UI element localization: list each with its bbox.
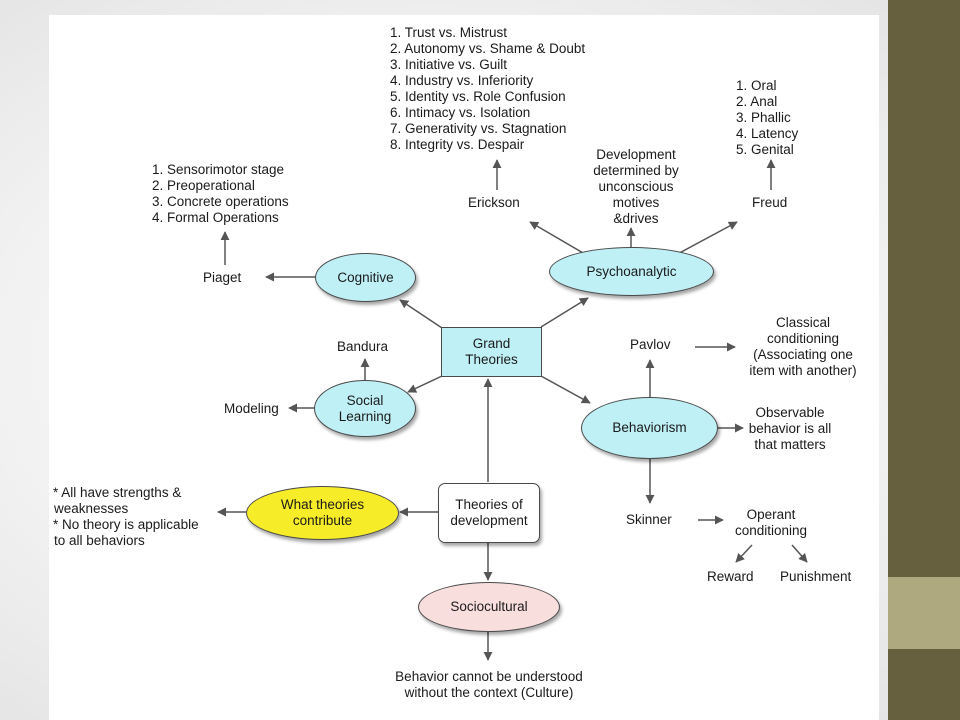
social-learning-node: Social Learning [314, 380, 416, 437]
list-item: 5. Identity vs. Role Confusion [390, 89, 566, 104]
psychoanalytic-note: Development determined by unconscious mo… [593, 147, 679, 226]
punishment-label: Punishment [780, 569, 852, 584]
reward-label: Reward [707, 569, 754, 584]
list-item: 1. Sensorimotor stage [152, 162, 285, 177]
sociocultural-note: Behavior cannot be understood without th… [395, 669, 583, 700]
list-item: 3. Concrete operations [152, 194, 289, 209]
modeling-label: Modeling [224, 401, 279, 416]
theories-of-development-node: Theories of development [438, 483, 540, 543]
list-item: 3. Phallic [736, 110, 791, 125]
classical-conditioning-note: Classical conditioning (Associating one … [749, 315, 857, 378]
list-item: 4. Formal Operations [152, 210, 279, 225]
list-item: 2. Autonomy vs. Shame & Doubt [390, 41, 586, 56]
operant-conditioning-note: Operant conditioning [734, 507, 808, 538]
arrow-grand-to-behaviorism [540, 375, 591, 404]
skinner-label: Skinner [626, 512, 672, 527]
arrow-grand-to-cognitive [399, 299, 443, 329]
arrow-operant-to-reward [735, 544, 753, 563]
observable-behavior-note: Observable behavior is all that matters [748, 405, 832, 452]
behaviorism-node: Behaviorism [581, 397, 718, 459]
contribute-notes: * All have strengths & weaknesses * No t… [53, 485, 199, 548]
list-item: 8. Integrity vs. Despair [390, 137, 525, 152]
sidebar-dark-bottom [888, 649, 960, 720]
piaget-label: Piaget [203, 270, 242, 285]
grand-theories-node: Grand Theories [441, 327, 542, 377]
list-item: 2. Preoperational [152, 178, 255, 193]
erickson-stages-list: 1. Trust vs. Mistrust 2. Autonomy vs. Sh… [390, 25, 585, 153]
list-item: 5. Genital [736, 142, 794, 157]
arrow-grand-to-social [407, 375, 443, 393]
sidebar-dark-top [888, 0, 960, 577]
arrow-grand-to-psychoanalytic [540, 297, 589, 328]
bandura-label: Bandura [337, 339, 389, 354]
list-item: 1. Trust vs. Mistrust [390, 25, 508, 40]
psychoanalytic-node: Psychoanalytic [549, 247, 714, 296]
freud-stages-list: 1. Oral 2. Anal 3. Phallic 4. Latency 5.… [736, 78, 798, 158]
list-item: 3. Initiative vs. Guilt [390, 57, 508, 72]
cognitive-node: Cognitive [315, 253, 416, 302]
erickson-label: Erickson [468, 195, 520, 210]
arrow-operant-to-punishment [791, 544, 808, 563]
list-item: 1. Oral [736, 78, 777, 93]
what-theories-contribute-node: What theories contribute [246, 486, 399, 540]
list-item: 2. Anal [736, 94, 778, 109]
list-item: 7. Generativity vs. Stagnation [390, 121, 567, 136]
arrow-psychoanalytic-to-freud [671, 221, 738, 258]
pavlov-label: Pavlov [630, 337, 671, 352]
freud-label: Freud [752, 195, 788, 210]
list-item: 4. Industry vs. Inferiority [390, 73, 534, 88]
sociocultural-node: Sociocultural [418, 582, 560, 632]
list-item: 4. Latency [736, 126, 799, 141]
list-item: 6. Intimacy vs. Isolation [390, 105, 531, 120]
sidebar-light-band [888, 577, 960, 649]
piaget-stages-list: 1. Sensorimotor stage 2. Preoperational … [152, 162, 289, 226]
